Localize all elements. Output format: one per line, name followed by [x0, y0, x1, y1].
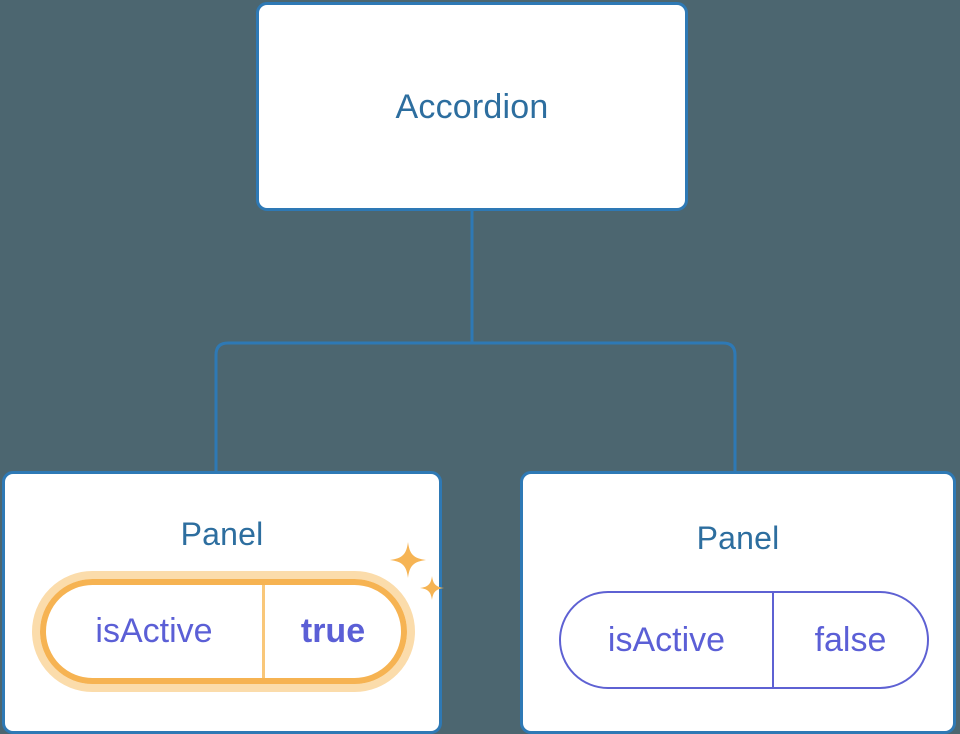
- prop-pill-inactive[interactable]: isActive false: [559, 591, 929, 689]
- node-accordion-label: Accordion: [395, 87, 549, 126]
- prop-pill-inactive-value: false: [814, 620, 887, 659]
- node-panel-inactive[interactable]: Panel isActive false: [520, 471, 956, 734]
- prop-pill-active-key: isActive: [46, 585, 265, 678]
- node-panel-active-label: Panel: [180, 516, 264, 552]
- prop-pill-active[interactable]: isActive true: [40, 579, 407, 684]
- connector-branch: [214, 341, 737, 471]
- node-accordion[interactable]: Accordion: [256, 2, 688, 211]
- prop-pill-active-value: true: [300, 612, 366, 650]
- prop-pill-inactive-key: isActive: [561, 593, 774, 687]
- prop-pill-active-wrapper: isActive true: [32, 571, 415, 692]
- node-panel-active[interactable]: Panel isActive true: [2, 471, 442, 734]
- node-panel-inactive-label: Panel: [696, 520, 780, 556]
